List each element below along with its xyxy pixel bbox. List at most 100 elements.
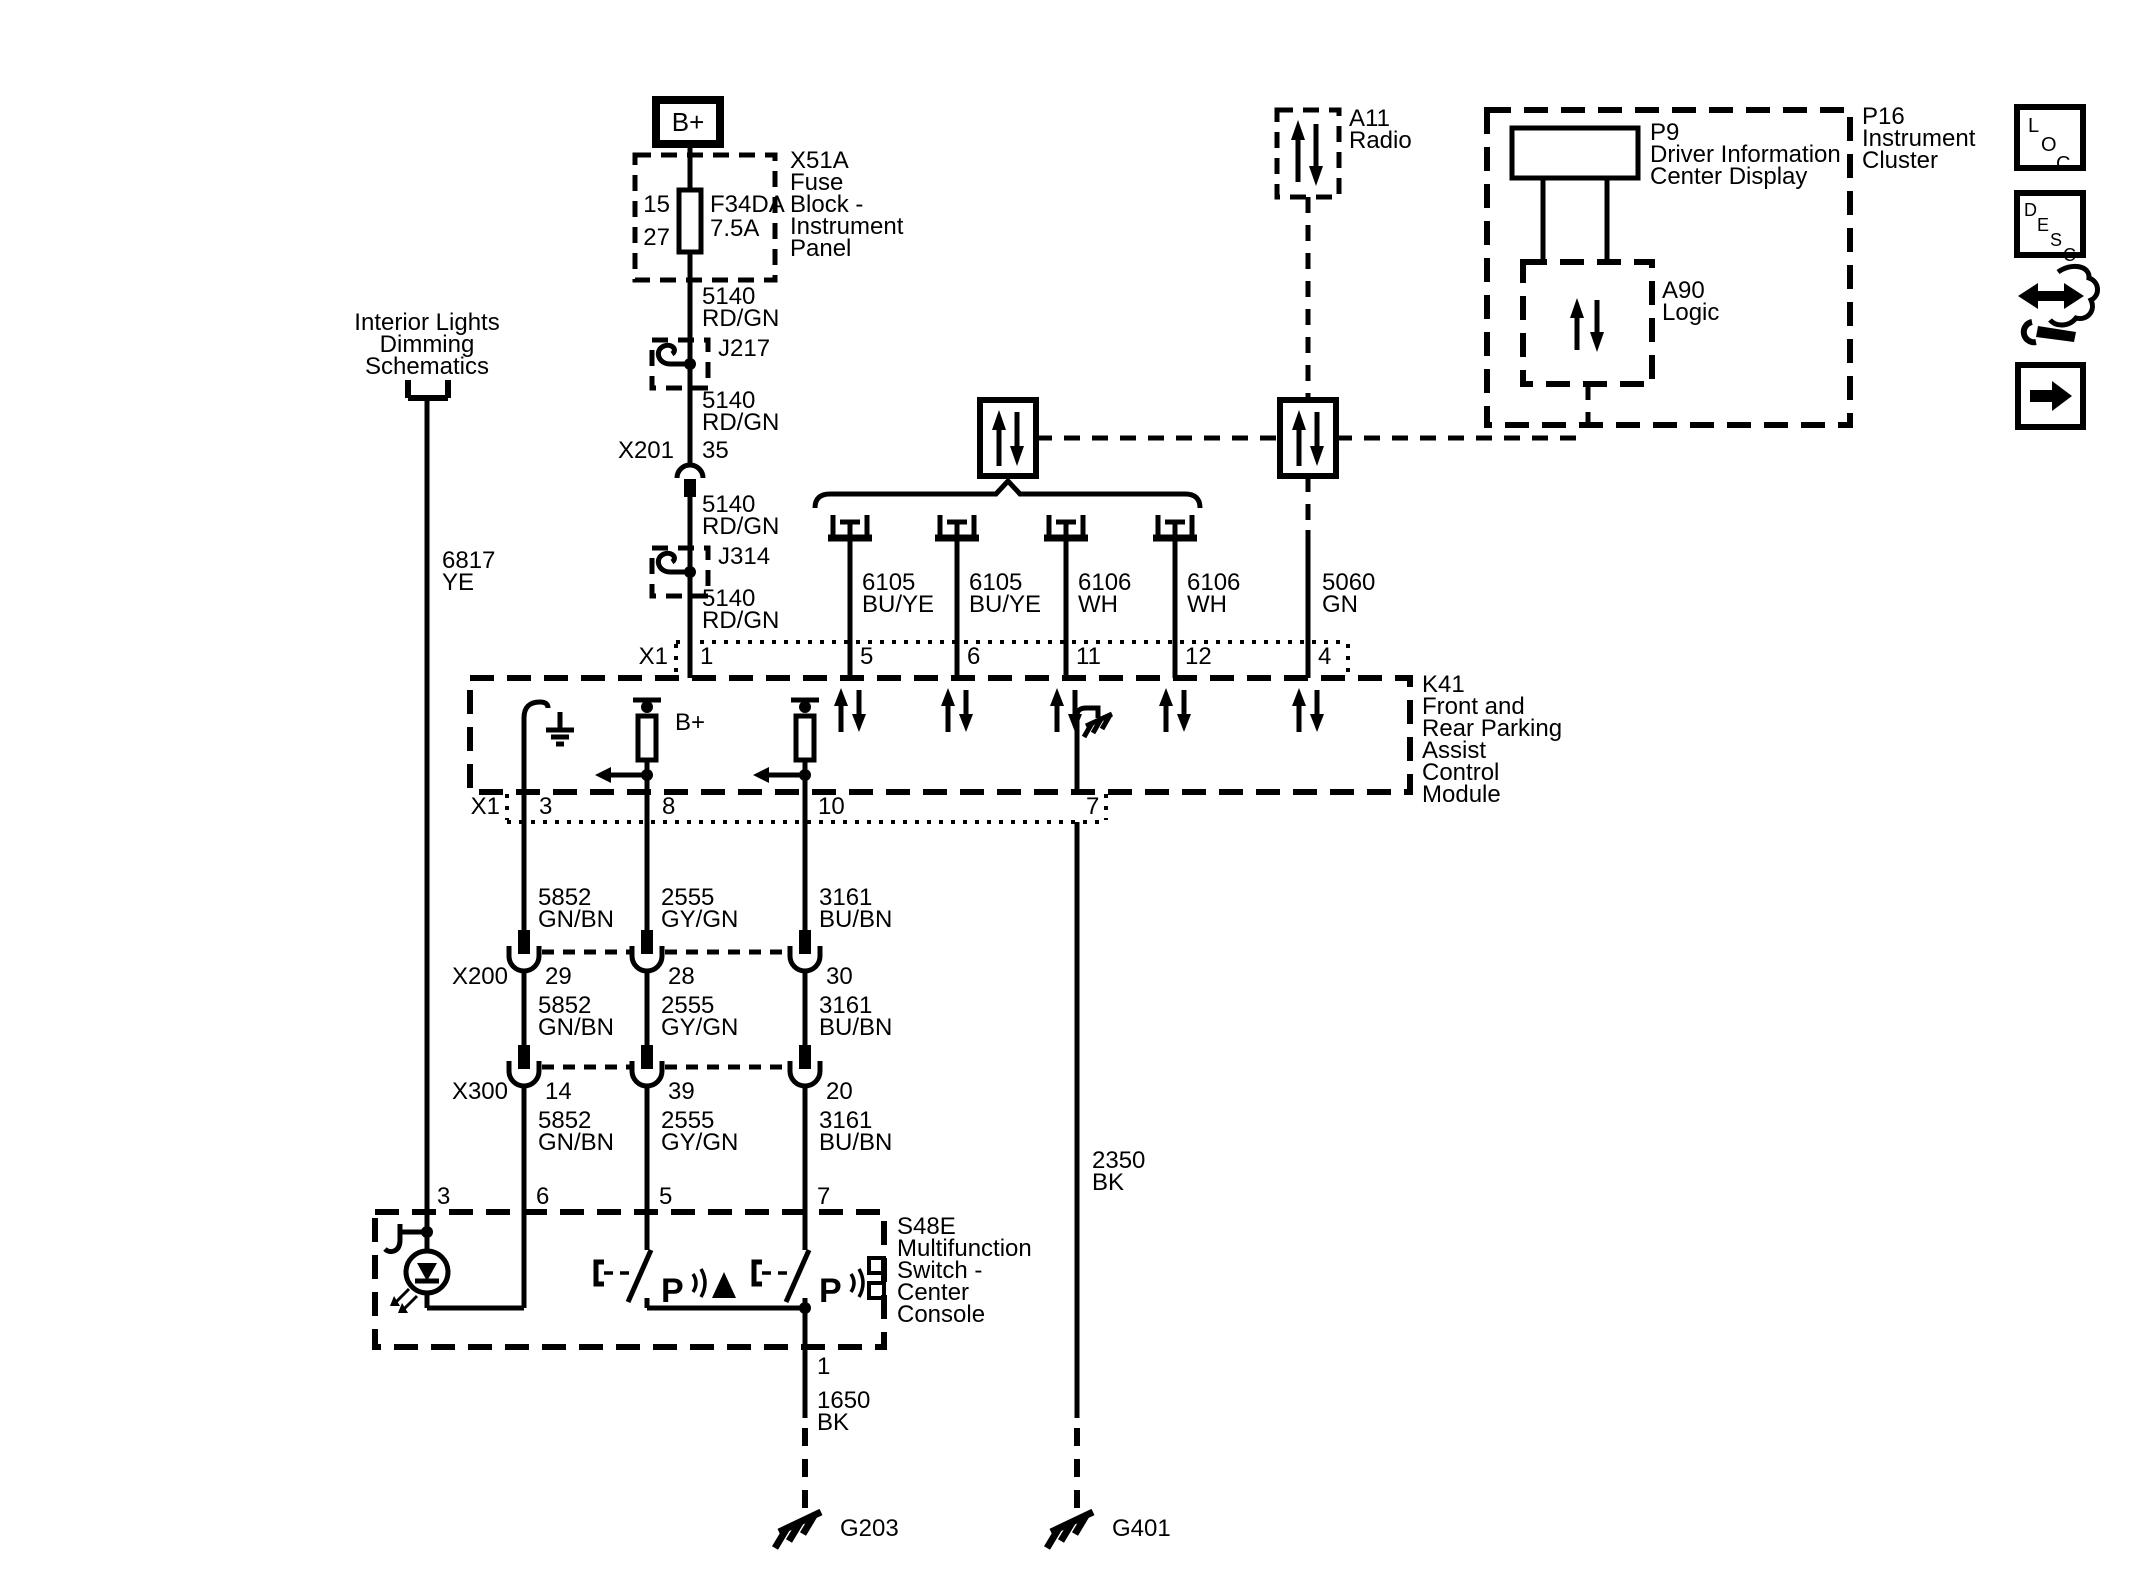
arrow-down-head	[1309, 166, 1323, 186]
wrench-icon	[2020, 319, 2037, 346]
radio-boundary	[1274, 107, 1342, 200]
pin-number: 14	[545, 1078, 572, 1105]
splice-box	[649, 545, 711, 599]
pin-number: 30	[826, 963, 853, 990]
description-icon[interactable]: D E S C	[2014, 190, 2086, 265]
fuse-block-label-line: Instrument	[790, 213, 904, 240]
splice-j314: J314	[649, 543, 770, 599]
wire-label-color: RD/GN	[702, 513, 779, 540]
pin-number: 12	[1185, 643, 1212, 670]
ground-id: G401	[1112, 1515, 1171, 1542]
wrench-handle	[2036, 326, 2076, 342]
wire-label-circuit: 5140	[702, 387, 755, 414]
fuse-block-label-line: X51A	[790, 147, 849, 174]
k41-parking-assist-module: X1 1 5 6 11 12 4 B+	[467, 640, 1562, 824]
loc-letter: L	[2028, 115, 2039, 137]
chassis-ground-icon	[771, 1508, 823, 1550]
connector-name: X1	[639, 643, 668, 670]
pin-number: 3	[437, 1183, 450, 1210]
battery-positive-label: B+	[672, 107, 705, 137]
arrow-down-head	[1590, 332, 1604, 352]
desc-letter: S	[2050, 230, 2062, 250]
s48e-label-line: Center	[897, 1279, 969, 1306]
pin-number: 1	[817, 1353, 830, 1380]
arrow-up-head	[1570, 298, 1584, 318]
connector-name: X201	[618, 437, 674, 464]
serial-data-arrows-icon	[941, 688, 973, 732]
arrow-up-head	[1292, 410, 1306, 430]
arrow-down-head	[1010, 446, 1024, 466]
linkage-bracket-icon	[751, 1259, 762, 1287]
wire-label-color: WH	[1078, 591, 1118, 618]
location-icon[interactable]: L O C	[2014, 104, 2086, 175]
radio-a11: A11 Radio	[1274, 105, 1412, 200]
object-square-icon	[867, 1281, 886, 1300]
wire-label-circuit: 5852	[538, 1107, 591, 1134]
wire-label-circuit: 5140	[702, 283, 755, 310]
wire-label-circuit: 5852	[538, 992, 591, 1019]
internal-ground-switch	[521, 699, 574, 792]
k41-label-line: Rear Parking	[1422, 715, 1562, 742]
arrow-up-head	[1291, 120, 1305, 140]
serial-data-arrows-icon	[1159, 688, 1191, 732]
splice-curl-icon	[655, 550, 677, 575]
sensor-connector-icon	[1044, 515, 1088, 542]
wire-label-color: RD/GN	[702, 305, 779, 332]
park-assist-front-icon: P	[661, 1268, 736, 1310]
pin-number: 28	[668, 963, 695, 990]
connector-male-terminal-icon	[799, 1045, 811, 1069]
svg-text:P: P	[819, 1272, 842, 1310]
pin-number: 5	[860, 643, 873, 670]
internal-driver-output	[753, 697, 819, 792]
wire-label-color: WH	[1187, 591, 1227, 618]
interior-lights-reference: Interior Lights Dimming Schematics 6817 …	[354, 309, 500, 1212]
serial-box	[977, 397, 1039, 479]
ground-id: G203	[840, 1515, 899, 1542]
lead-hook-icon	[383, 1239, 403, 1255]
serial-data-arrows-icon	[1570, 298, 1604, 352]
cluster-label-line: Cluster	[1862, 147, 1938, 174]
wire-label-circuit: 5852	[538, 884, 591, 911]
wire-label-color: GY/GN	[661, 1129, 738, 1156]
left-arrow-icon	[595, 767, 611, 783]
instrument-cluster-p16: P9 Driver Information Center Display A90…	[1484, 103, 1976, 428]
wire-label-circuit: 5140	[702, 491, 755, 518]
fuse-block-label: X51A Fuse Block - Instrument Panel	[790, 147, 904, 262]
warning-triangle-icon	[712, 1272, 736, 1298]
next-page-icon[interactable]	[2015, 362, 2086, 430]
sensor-connector-icon	[935, 515, 979, 542]
connector-male-terminal-icon	[641, 930, 653, 954]
pin-number: 29	[545, 963, 572, 990]
wire-label-circuit: 2555	[661, 992, 714, 1019]
connector-name: X1	[471, 793, 500, 820]
switch-hook-icon	[521, 699, 551, 719]
wire-label-circuit: 2555	[661, 884, 714, 911]
wire-label-color: BU/BN	[819, 1014, 892, 1041]
wire-label-color: BU/YE	[862, 591, 934, 618]
wire-label-circuit: 3161	[819, 1107, 872, 1134]
pin-number: 39	[668, 1078, 695, 1105]
chassis-ground-icon	[1081, 711, 1114, 739]
fuse-name: F34DA	[710, 191, 785, 218]
connector-male-terminal-icon	[684, 479, 696, 497]
switch-blade	[625, 1248, 654, 1304]
connector-female-cup-icon	[506, 946, 542, 974]
pin-number: 6	[967, 643, 980, 670]
pin-number: 3	[539, 793, 552, 820]
sound-waves-icon	[691, 1268, 707, 1298]
switch-blade	[783, 1248, 812, 1304]
arrow-up-head	[992, 410, 1006, 430]
internal-chassis-ground	[1074, 705, 1114, 792]
loc-letter: C	[2056, 153, 2070, 175]
dic-label-line: Center Display	[1650, 163, 1807, 190]
splice-id: J314	[718, 543, 770, 570]
connector-name: X300	[452, 1078, 508, 1105]
wire-label-color: YE	[442, 569, 474, 596]
repair-instructions-icon[interactable]	[2018, 263, 2100, 346]
pin-number: 11	[1076, 643, 1101, 670]
k41-label-line: Control	[1422, 759, 1499, 786]
wire-label-circuit: 3161	[819, 992, 872, 1019]
splice-id: J217	[718, 335, 770, 362]
s48e-label-line: Switch -	[897, 1257, 982, 1284]
sound-waves-icon	[849, 1268, 865, 1298]
